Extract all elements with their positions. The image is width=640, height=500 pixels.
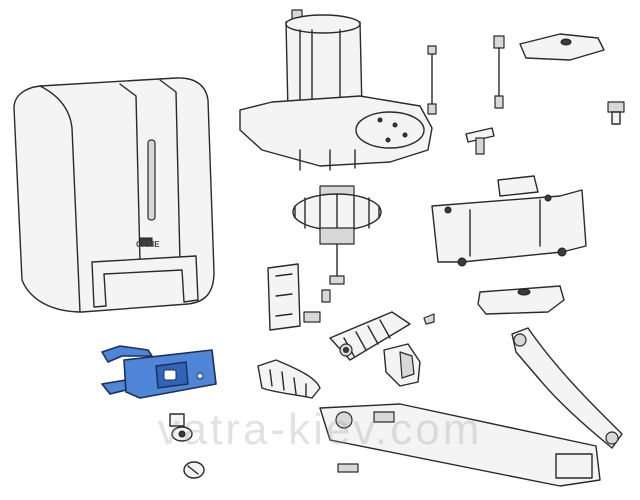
support-frame-part [431, 175, 587, 267]
pin-part [337, 463, 359, 473]
plug-part [183, 461, 205, 479]
small-bolt-part [607, 101, 625, 125]
curved-cam-part [257, 359, 321, 399]
worm-gear-part [329, 311, 411, 361]
clip-part [423, 313, 435, 325]
tall-bolt-part [493, 35, 505, 109]
housing-logo: CAME [136, 240, 160, 249]
cam-block-part [383, 343, 421, 387]
t-key-part [465, 127, 495, 155]
motor-unit-part [239, 9, 433, 171]
straight-arm-part [319, 403, 601, 487]
release-lever-part [101, 345, 217, 399]
curved-arm-part [511, 327, 623, 449]
gear-wheel-part [292, 185, 382, 285]
slotted-bracket-part [519, 33, 605, 61]
cover-housing-part [13, 77, 215, 313]
long-bolt-part [427, 45, 437, 115]
lock-cylinder-part [169, 413, 193, 442]
limit-switch-part [267, 263, 331, 331]
lower-bracket-part [477, 285, 565, 315]
